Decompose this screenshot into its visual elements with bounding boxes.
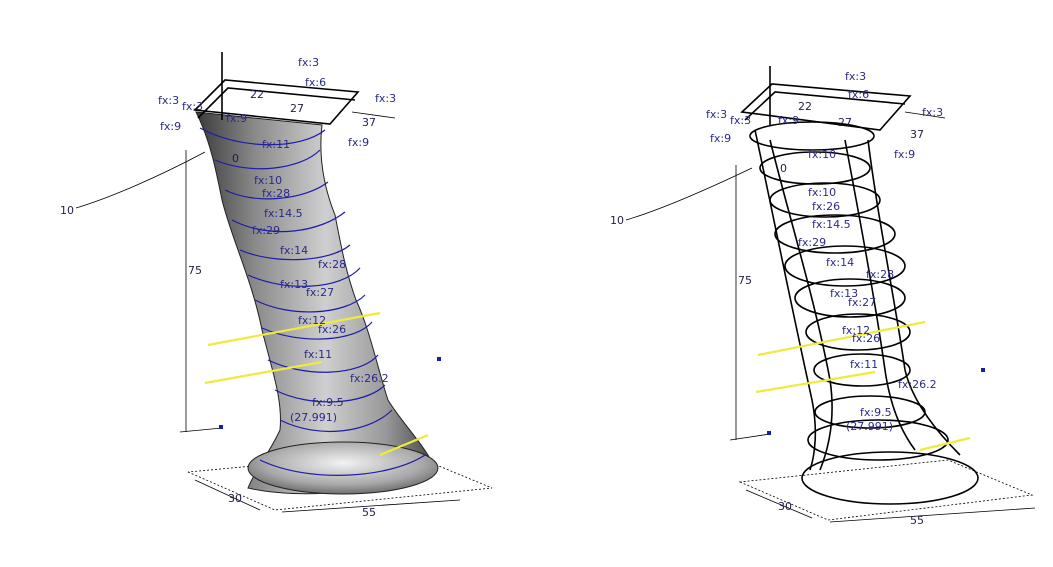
dim-37-right: 37 xyxy=(910,128,924,141)
feature-label: fx:3 xyxy=(730,114,751,127)
feature-label: fx:9 xyxy=(160,120,181,133)
feature-label: (27.991) xyxy=(846,420,893,433)
dim-0-left: 0 xyxy=(232,152,239,165)
feature-label: fx:14 xyxy=(280,244,308,257)
dim-55-left: 55 xyxy=(362,506,376,519)
feature-label: fx:3 xyxy=(845,70,866,83)
feature-label: fx:14.5 xyxy=(812,218,851,231)
base-plane xyxy=(187,451,493,511)
feature-label: fx:9 xyxy=(226,112,247,125)
wire-top-plate xyxy=(740,83,912,131)
feature-label: fx:10 xyxy=(254,174,282,187)
feature-label: fx:3 xyxy=(922,106,943,119)
feature-label: fx:26.2 xyxy=(898,378,937,391)
feature-label: (27.991) xyxy=(290,411,337,424)
feature-label: fx:14 xyxy=(826,256,854,269)
feature-label: fx:3 xyxy=(706,108,727,121)
feature-label: fx:9.5 xyxy=(312,396,344,409)
dim-55-right: 55 xyxy=(910,514,924,527)
dim-27-left: 27 xyxy=(290,102,304,115)
feature-label: fx:28 xyxy=(318,258,346,271)
feature-label: fx:26 xyxy=(318,323,346,336)
wireframe-view xyxy=(625,66,1036,523)
dim-75-left: 75 xyxy=(188,264,202,277)
feature-label: fx:3 xyxy=(158,94,179,107)
shaded-view xyxy=(75,52,493,513)
feature-label: fx:10 xyxy=(808,148,836,161)
feature-label: fx:11 xyxy=(262,138,290,151)
feature-label: fx:11 xyxy=(304,348,332,361)
dim-22-left: 22 xyxy=(250,88,264,101)
shaded-body xyxy=(195,111,433,495)
feature-label: fx:9 xyxy=(778,114,799,127)
feature-label: fx:28 xyxy=(262,187,290,200)
dim-10-left: 10 xyxy=(60,204,74,217)
dim-0-right: 0 xyxy=(780,162,787,175)
shaded-base xyxy=(247,441,439,495)
feature-label: fx:9 xyxy=(894,148,915,161)
feature-label: fx:26 xyxy=(852,332,880,345)
feature-label: fx:29 xyxy=(252,224,280,237)
feature-label: fx:9 xyxy=(348,136,369,149)
feature-label: fx:27 xyxy=(848,296,876,309)
feature-label: fx:9 xyxy=(710,132,731,145)
feature-label: fx:11 xyxy=(850,358,878,371)
feature-label: fx:28 xyxy=(866,268,894,281)
dim-30-left: 30 xyxy=(228,492,242,505)
feature-label: fx:27 xyxy=(306,286,334,299)
feature-label: fx:3 xyxy=(182,100,203,113)
dim-22-right: 22 xyxy=(798,100,812,113)
feature-label: fx:6 xyxy=(848,88,869,101)
feature-label: fx:12 xyxy=(842,324,870,337)
dim-75-right: 75 xyxy=(738,274,752,287)
feature-label: fx:14.5 xyxy=(264,207,303,220)
wire-base-plane xyxy=(738,459,1034,521)
feature-label: fx:3 xyxy=(375,92,396,105)
dim-10-right: 10 xyxy=(610,214,624,227)
dim-27-right: 27 xyxy=(838,116,852,129)
top-plate xyxy=(193,79,360,125)
feature-label: fx:9.5 xyxy=(860,406,892,419)
feature-label: fx:3 xyxy=(298,56,319,69)
feature-label: fx:13 xyxy=(280,278,308,291)
feature-label: fx:13 xyxy=(830,287,858,300)
dim-37-left: 37 xyxy=(362,116,376,129)
feature-label: fx:12 xyxy=(298,314,326,327)
feature-label: fx:10 xyxy=(808,186,836,199)
feature-label: fx:6 xyxy=(305,76,326,89)
feature-label: fx:29 xyxy=(798,236,826,249)
dim-30-right: 30 xyxy=(778,500,792,513)
feature-label: fx:26 xyxy=(812,200,840,213)
feature-label: fx:26.2 xyxy=(350,372,389,385)
